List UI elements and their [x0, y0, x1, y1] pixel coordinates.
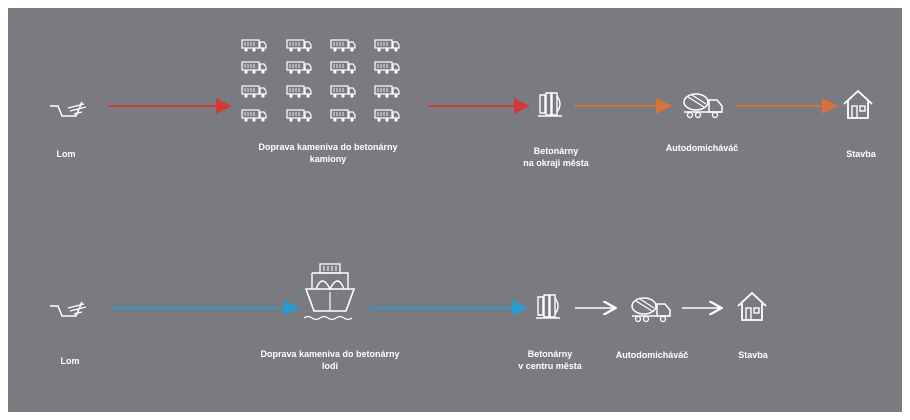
bottom-concrete-plant-icon — [535, 294, 561, 319]
top-plant-label-line2: na okraji města — [523, 158, 589, 168]
bottom-quarry-label: Lom — [60, 356, 80, 366]
top-plant-label: Betonárny na okraji města — [523, 145, 589, 169]
top-site-label: Stavba — [846, 149, 876, 159]
top-concrete-plant-icon — [537, 92, 563, 117]
top-quarry-icon — [49, 101, 87, 117]
top-quarry-label: Lom — [56, 149, 76, 159]
truck-fleet-icon — [241, 39, 400, 123]
bottom-transport-label-line1: Doprava kameniva do betonárny — [260, 349, 400, 359]
bottom-plant-label-line1: Betonárny — [527, 349, 573, 359]
bottom-construction-site-icon — [737, 292, 767, 321]
bottom-concrete-mixer-icon — [631, 297, 671, 323]
top-transport-label: Doprava kameniva do betonárny kamiony — [258, 141, 397, 165]
diagram-canvas: Lom Doprava kameniva do betonárny kamion… — [8, 8, 902, 412]
bottom-plant-label: Betonárny v centru města — [518, 348, 582, 372]
bottom-site-label: Stavba — [738, 350, 768, 360]
bottom-transport-label-line2: lodí — [321, 361, 338, 371]
ship-icon — [303, 263, 356, 321]
top-transport-label-line1: Doprava kameniva do betonárny — [258, 142, 398, 152]
bottom-quarry-icon — [49, 301, 87, 317]
bottom-transport-label: Doprava kameniva do betonárny lodí — [260, 348, 399, 372]
top-mixer-label: Autodomicháváč — [665, 143, 739, 153]
bottom-plant-label-line2: v centru města — [518, 361, 582, 371]
top-construction-site-icon — [843, 90, 873, 119]
flow-diagram — [49, 39, 873, 323]
top-concrete-mixer-icon — [683, 93, 723, 119]
bottom-mixer-label: Autodomicháváč — [615, 350, 689, 360]
top-plant-label-line1: Betonárny — [533, 146, 579, 156]
top-transport-label-line2: kamiony — [309, 154, 347, 164]
